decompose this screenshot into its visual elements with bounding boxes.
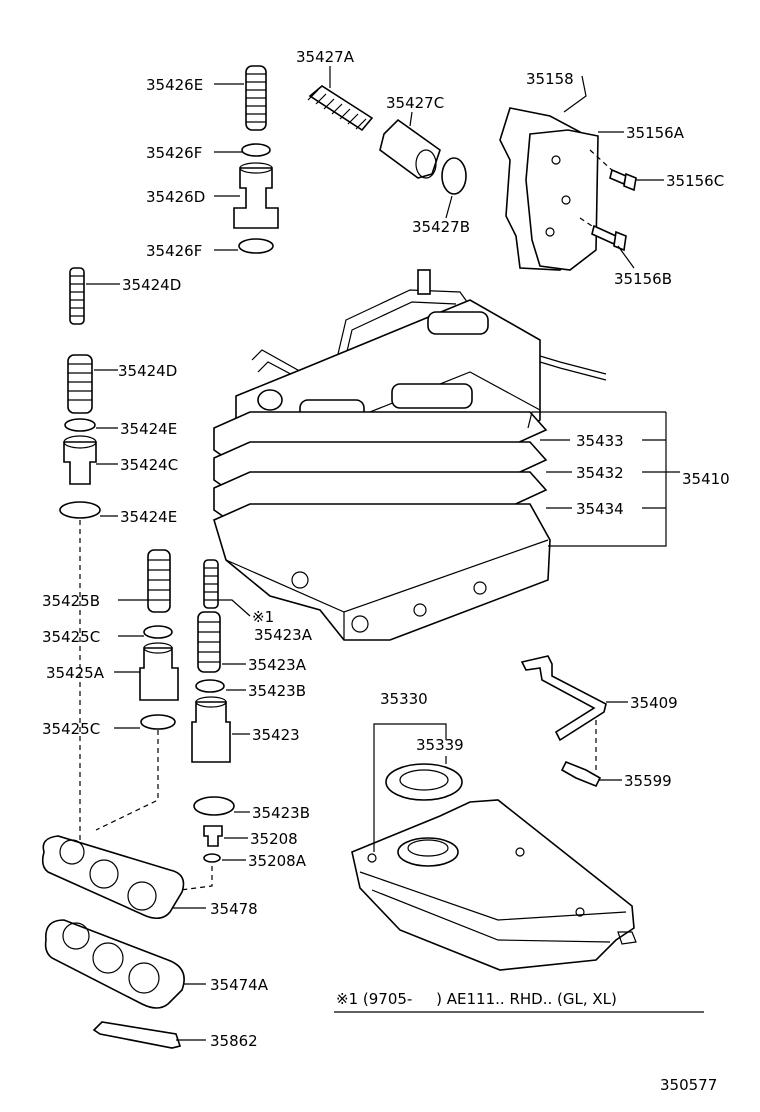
spring-35424D-a xyxy=(69,267,85,325)
piston-35426D xyxy=(233,162,279,229)
label-35599: 35599 xyxy=(624,772,672,790)
label-35434: 35434 xyxy=(576,500,624,518)
label-35427A: 35427A xyxy=(296,48,355,66)
oring-35426F-bottom xyxy=(238,238,274,254)
gasket-35339 xyxy=(385,763,463,801)
leader-35330 xyxy=(373,723,447,852)
alignment-line-mid xyxy=(95,730,159,831)
spring-35427A xyxy=(307,85,374,132)
spring-35423A-large xyxy=(197,611,221,673)
label-35156C: 35156C xyxy=(666,172,724,190)
oring-35208A xyxy=(203,853,221,863)
label-35409: 35409 xyxy=(630,694,678,712)
label-35426D: 35426D xyxy=(146,188,205,206)
label-35425A: 35425A xyxy=(46,664,105,682)
oring-35423B-b xyxy=(193,796,235,816)
oring-35426F-top xyxy=(241,143,271,157)
leader-35433 xyxy=(527,411,666,441)
label-35158: 35158 xyxy=(526,70,574,88)
label-35425C-a: 35425C xyxy=(42,628,100,646)
spring-35424D-b xyxy=(67,354,93,414)
piston-35423 xyxy=(191,696,231,763)
bolt-35156C xyxy=(609,168,637,192)
label-35423B-b: 35423B xyxy=(252,804,310,822)
oring-35424E-a xyxy=(64,418,96,432)
bracket-35409 xyxy=(520,655,607,742)
label-35423B-a: 35423B xyxy=(248,682,306,700)
label-35339: 35339 xyxy=(416,736,464,754)
label-35208: 35208 xyxy=(250,830,298,848)
bolt-35156B xyxy=(591,224,627,252)
note-mark: ※1 xyxy=(252,608,274,626)
valve-body-assembly xyxy=(213,269,607,641)
label-35426E: 35426E xyxy=(146,76,203,94)
plate-35158 xyxy=(499,107,599,271)
label-35424E-a: 35424E xyxy=(120,420,177,438)
leader-35156B xyxy=(617,245,635,269)
oring-35425C-a xyxy=(143,625,173,639)
spring-35425B xyxy=(147,549,171,613)
label-35423: 35423 xyxy=(252,726,300,744)
label-35423A-b: 35423A xyxy=(248,656,307,674)
label-35427C: 35427C xyxy=(386,94,444,112)
label-35474A: 35474A xyxy=(210,976,269,994)
piston-35424C xyxy=(63,435,97,485)
oil-strainer-35330 xyxy=(351,799,637,971)
label-35424D-a: 35424D xyxy=(122,276,181,294)
leader-35427C xyxy=(409,111,413,127)
label-35156A: 35156A xyxy=(626,124,685,142)
oring-35427B xyxy=(441,157,467,195)
plug-35427C xyxy=(379,118,441,179)
label-35330: 35330 xyxy=(380,690,428,708)
cover-35474A xyxy=(44,919,185,1009)
spring-35423A-small xyxy=(203,559,219,609)
oring-35425C-b xyxy=(140,714,176,730)
label-35426F-top: 35426F xyxy=(146,144,202,162)
footnote: ※1 (9705- ) AE111.. RHD.. (GL, XL) xyxy=(336,990,617,1008)
alignment-line-right xyxy=(163,866,213,893)
alignment-line-35156C xyxy=(589,149,615,173)
label-35424C: 35424C xyxy=(120,456,178,474)
label-35424D-b: 35424D xyxy=(118,362,177,380)
oring-35424E-b xyxy=(59,501,101,519)
label-35433: 35433 xyxy=(576,432,624,450)
label-35424E-b: 35424E xyxy=(120,508,177,526)
leader-35410-bracket xyxy=(548,412,667,547)
label-35208A: 35208A xyxy=(248,852,307,870)
label-35426F-bottom: 35426F xyxy=(146,242,202,260)
plug-35208 xyxy=(203,825,223,847)
label-35427B: 35427B xyxy=(412,218,470,236)
clip-35599 xyxy=(560,760,602,788)
label-35425B: 35425B xyxy=(42,592,100,610)
label-35432: 35432 xyxy=(576,464,624,482)
label-35425C-b: 35425C xyxy=(42,720,100,738)
piston-35425A xyxy=(139,642,179,701)
diagram-id: 350577 xyxy=(660,1076,717,1094)
label-35156B: 35156B xyxy=(614,270,672,288)
leader-35158 xyxy=(563,75,587,113)
leader-35427B xyxy=(445,195,453,219)
leader-35423A-a xyxy=(218,599,251,617)
label-35862: 35862 xyxy=(210,1032,258,1050)
label-35478: 35478 xyxy=(210,900,258,918)
gasket-35478 xyxy=(41,835,185,920)
oring-35423B-a xyxy=(195,679,225,693)
label-35423A-a: 35423A xyxy=(254,626,313,644)
plate-35862 xyxy=(92,1021,182,1049)
spring-35426E xyxy=(245,65,267,131)
label-35410: 35410 xyxy=(682,470,730,488)
